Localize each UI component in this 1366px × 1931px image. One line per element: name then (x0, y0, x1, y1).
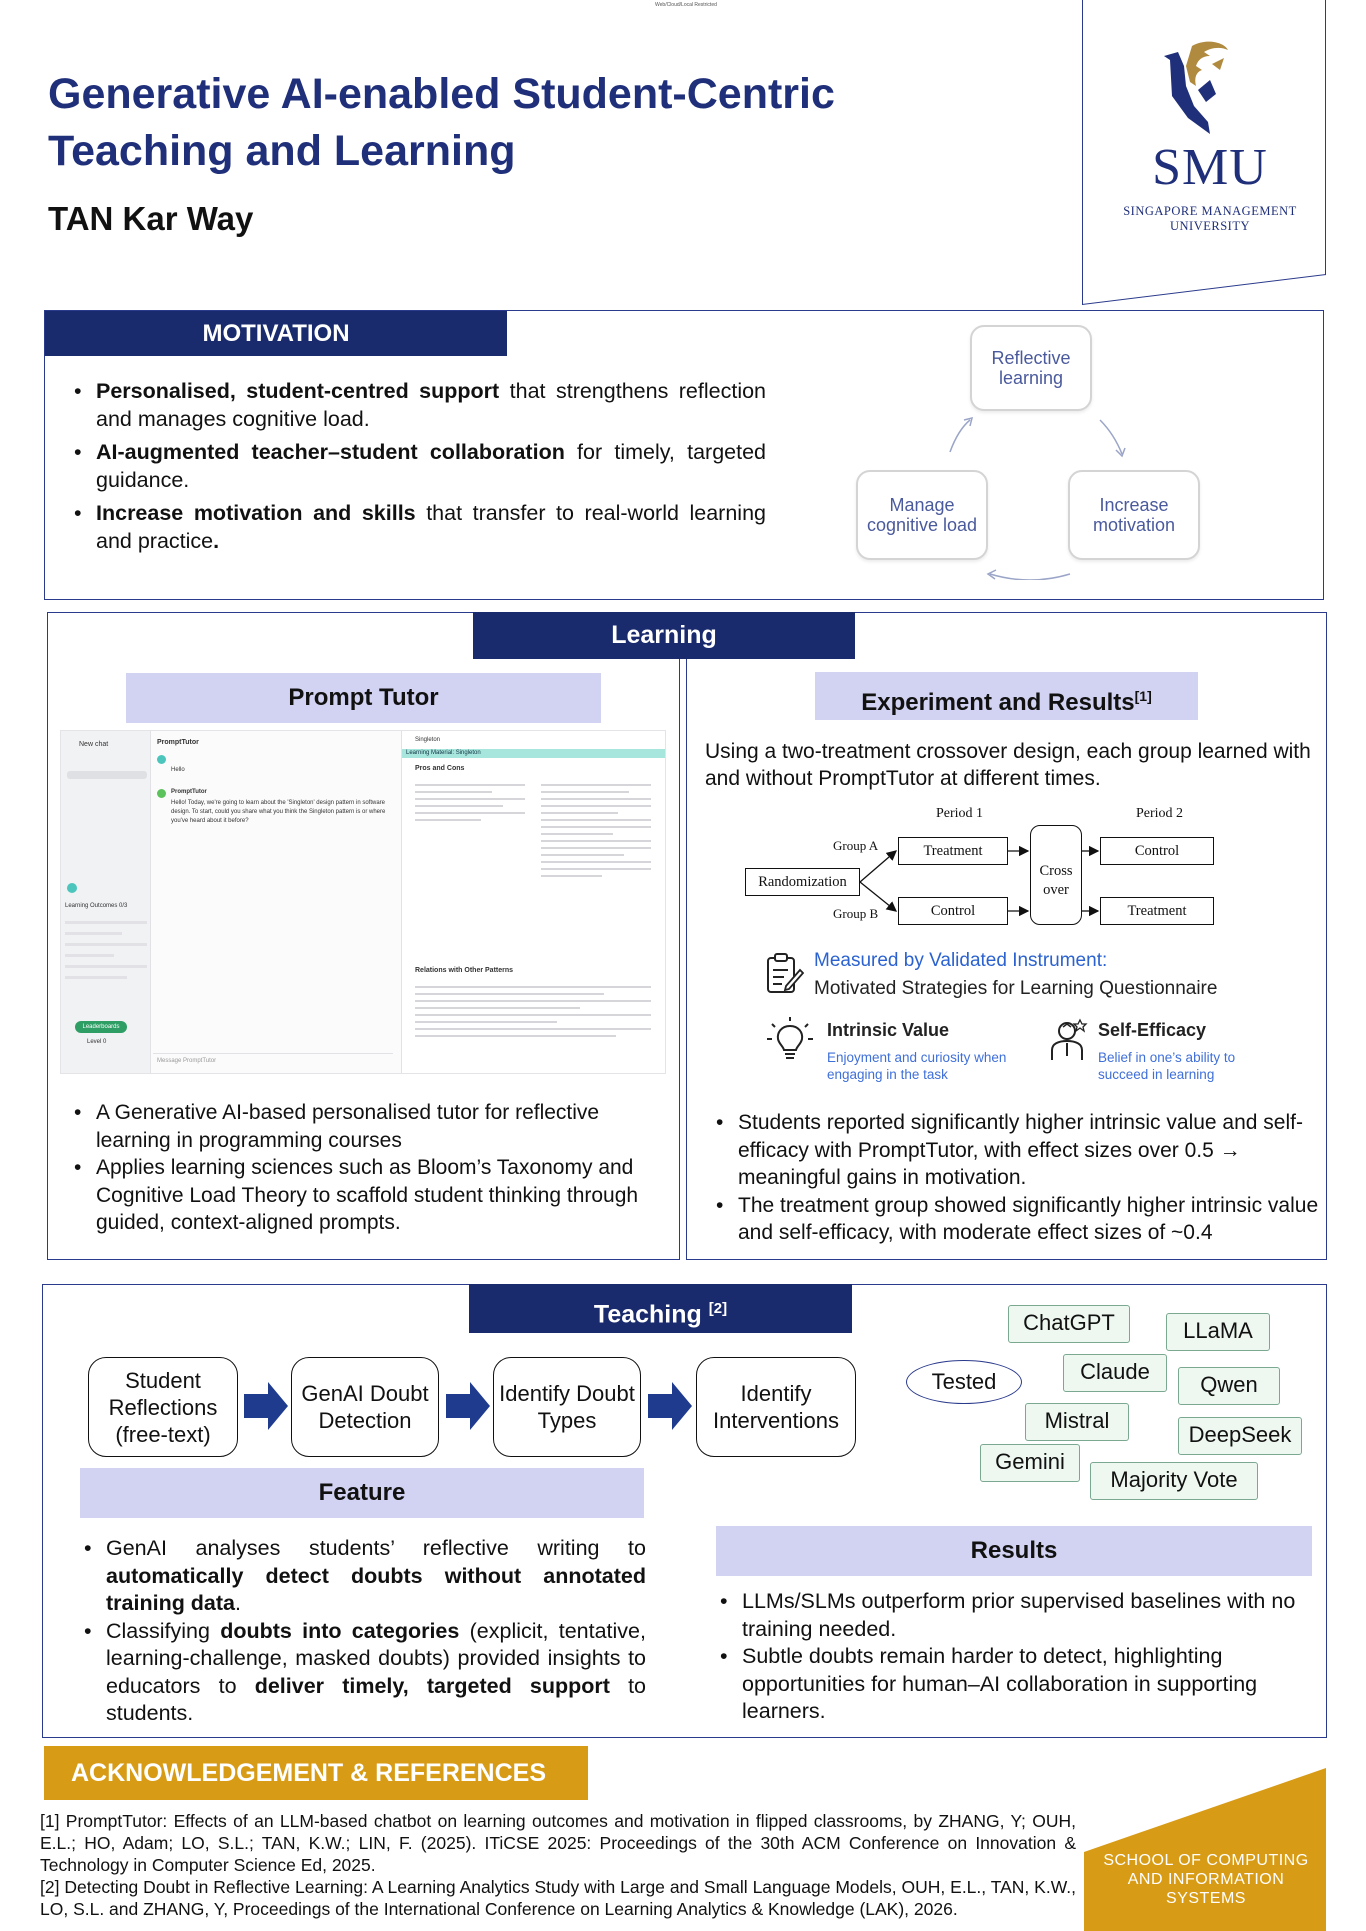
self-efficacy-desc: Belief in one’s ability to succeed in le… (1098, 1050, 1236, 1082)
results-bullets: LLMs/SLMs outperform prior supervised ba… (716, 1588, 1316, 1726)
model-llama: LLaMA (1166, 1313, 1270, 1351)
period2-label: Period 2 (1136, 806, 1184, 821)
relations-heading: Relations with Other Patterns (415, 967, 514, 974)
tested-label: Tested (906, 1360, 1022, 1404)
prompt-tutor-bullets: A Generative AI-based personalised tutor… (70, 1099, 670, 1237)
reference-1: [1] PromptTutor: Effects of an LLM-based… (40, 1811, 1076, 1875)
intrinsic-desc: Enjoyment and curiosity when engaging in… (827, 1050, 1007, 1082)
motivation-bullet: Personalised, student-centred support th… (70, 378, 766, 433)
pros-cons-heading: Pros and Cons (415, 765, 465, 772)
smu-logo-word: SMU (1152, 139, 1268, 196)
smu-lion-icon (1164, 41, 1228, 134)
self-efficacy-title: Self-Efficacy (1098, 1020, 1207, 1040)
period2-control-box: Control (1100, 837, 1214, 865)
poster-title: Generative AI-enabled Student-Centric Te… (48, 70, 835, 175)
feature-heading: Feature (80, 1468, 644, 1518)
flow-arrow-icon (446, 1382, 490, 1430)
instrument-label: Measured by Validated Instrument: (814, 950, 1108, 971)
model-claude: Claude (1063, 1354, 1167, 1392)
experiment-bullet: Students reported significantly higher i… (712, 1109, 1322, 1192)
results-bullet: Subtle doubts remain harder to detect, h… (716, 1643, 1316, 1726)
flow-identify-interventions: Identify Interventions (696, 1357, 856, 1457)
flow-identify-doubt-types: Identify Doubt Types (493, 1357, 641, 1457)
poster-author: TAN Kar Way (48, 200, 254, 237)
school-name: SCHOOL OF COMPUTING AND INFORMATION SYST… (1103, 1852, 1309, 1907)
model-qwen: Qwen (1178, 1367, 1280, 1405)
experiment-heading: Experiment and Results[1] (815, 672, 1198, 720)
flow-genai-doubt-detection: GenAI Doubt Detection (291, 1357, 439, 1457)
cycle-manage-cognitive-load: Manage cognitive load (856, 470, 988, 560)
prompt-tutor-heading: Prompt Tutor (126, 673, 601, 723)
cycle-reflective-learning: Reflective learning (970, 325, 1092, 411)
model-deepseek: DeepSeek (1178, 1417, 1302, 1455)
message-input[interactable]: Message PromptTutor (153, 1053, 393, 1067)
feature-bullet: GenAI analyses students’ reflective writ… (80, 1535, 646, 1618)
period1-label: Period 1 (936, 806, 984, 821)
app-name: PromptTutor (157, 739, 199, 746)
level-label: Level 0 (87, 1039, 107, 1045)
restriction-label: Web/Cloud/Local Restricted (655, 2, 717, 8)
flow-student-reflections: Student Reflections (free-text) (88, 1357, 238, 1457)
period1-control-box: Control (898, 897, 1008, 925)
experiment-panel (686, 612, 1327, 1260)
learning-heading: Learning (473, 612, 855, 659)
flow-arrow-icon (648, 1382, 692, 1430)
flow-arrow-icon (244, 1382, 288, 1430)
material-tab[interactable]: Singleton (415, 737, 441, 743)
leaderboards-button[interactable]: Leaderboards (75, 1021, 127, 1033)
experiment-bullet: The treatment group showed significantly… (712, 1192, 1322, 1247)
reference-2: [2] Detecting Doubt in Reflective Learni… (40, 1877, 1076, 1919)
school-banner-shape (1084, 1768, 1326, 1931)
smu-logo-sub: SINGAPORE MANAGEMENT UNIVERSITY (1123, 204, 1297, 233)
ack-heading: ACKNOWLEDGEMENT & REFERENCES (44, 1746, 588, 1800)
user-message: Hello (171, 767, 185, 773)
lightbulb-icon (767, 1017, 813, 1059)
group-a-label: Group A (833, 838, 879, 853)
experiment-bullets: Students reported significantly higher i… (712, 1109, 1322, 1247)
randomization-box: Randomization (745, 868, 860, 896)
motivation-bullets: Personalised, student-centred support th… (70, 378, 766, 555)
instrument-name: Motivated Strategies for Learning Questi… (814, 978, 1218, 999)
teaching-heading: Teaching [2] (469, 1284, 852, 1333)
prompt-tutor-bullet: Applies learning sciences such as Bloom’… (70, 1154, 670, 1237)
new-chat-button[interactable]: New chat (79, 741, 109, 748)
model-gemini: Gemini (980, 1444, 1080, 1482)
feature-bullet: Classifying doubts into categories (expl… (80, 1618, 646, 1728)
motivation-section (44, 310, 1324, 600)
motivation-bullet: Increase motivation and skills that tran… (70, 500, 766, 555)
questionnaire-icon (767, 953, 804, 993)
results-heading: Results (716, 1526, 1312, 1576)
model-mistral: Mistral (1025, 1403, 1129, 1441)
period1-treatment-box: Treatment (898, 837, 1008, 865)
learning-outcomes-label: Learning Outcomes 0/3 (65, 903, 128, 909)
prompt-tutor-screenshot: New chat Learning Outcomes 0/3 Leaderboa… (60, 730, 666, 1074)
motivation-bullet: AI-augmented teacher–student collaborati… (70, 439, 766, 494)
group-b-label: Group B (833, 906, 879, 921)
bot-name: PromptTutor (171, 789, 207, 795)
material-title: Learning Material: Singleton (402, 749, 665, 758)
feature-bullets: GenAI analyses students’ reflective writ… (80, 1535, 646, 1728)
cycle-increase-motivation: Increase motivation (1068, 470, 1200, 560)
period2-treatment-box: Treatment (1100, 897, 1214, 925)
self-efficacy-person-icon (1051, 1018, 1088, 1060)
cycle-arrows (949, 416, 1126, 580)
model-chatgpt: ChatGPT (1008, 1305, 1130, 1343)
results-bullet: LLMs/SLMs outperform prior supervised ba… (716, 1588, 1316, 1643)
model-majority-vote: Majority Vote (1090, 1462, 1258, 1500)
prompt-tutor-panel (47, 612, 680, 1260)
bot-message: Hello! Today, we're going to learn about… (171, 800, 386, 824)
experiment-intro: Using a two-treatment crossover design, … (705, 740, 1311, 790)
intrinsic-title: Intrinsic Value (827, 1020, 950, 1040)
prompt-tutor-bullet: A Generative AI-based personalised tutor… (70, 1099, 670, 1154)
crossover-diagram-arrows (859, 845, 1100, 917)
motivation-heading: MOTIVATION (45, 311, 507, 356)
